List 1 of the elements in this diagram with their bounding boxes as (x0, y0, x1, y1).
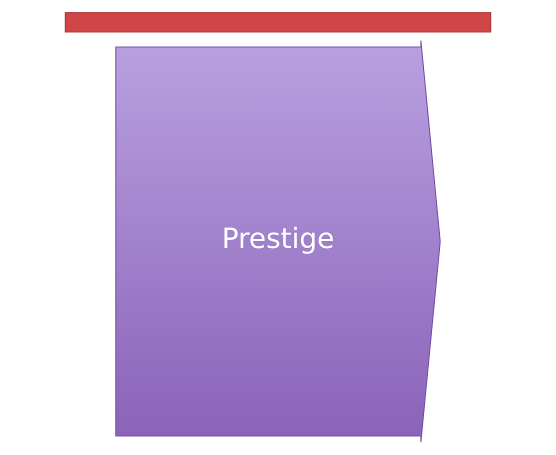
node-bar (64, 12, 492, 33)
